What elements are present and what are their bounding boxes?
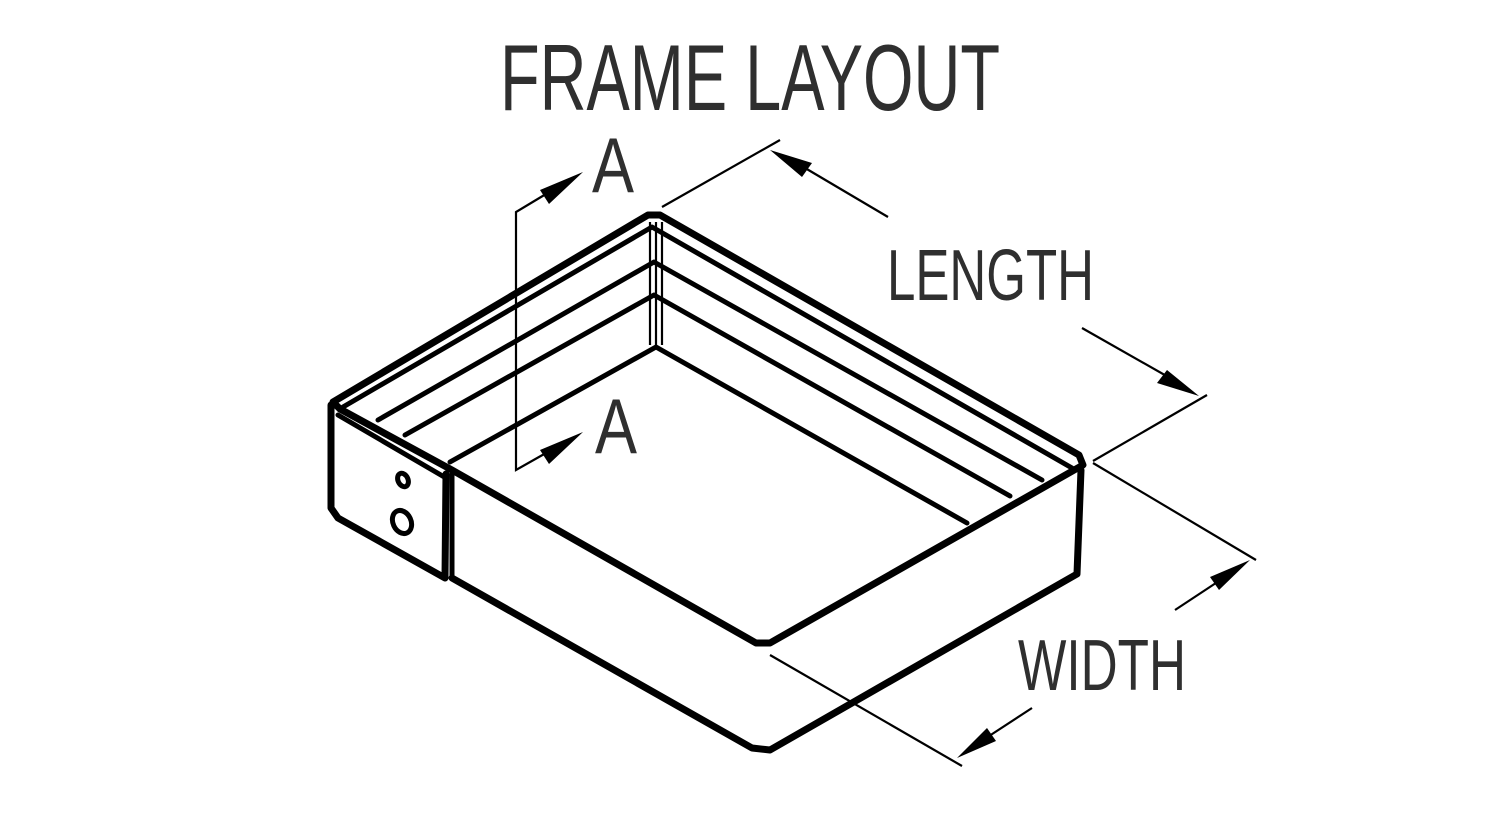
frame-top-rim	[329, 211, 1087, 647]
frame-left-end-plate	[327, 401, 450, 582]
length-dimension: LENGTH	[661, 139, 1208, 462]
mounting-hole-large	[389, 507, 415, 537]
width-arrow-left	[957, 728, 996, 758]
length-arrow-back	[770, 150, 812, 177]
length-label: LENGTH	[887, 236, 1094, 316]
length-arrow-front	[1157, 370, 1199, 396]
section-label-bottom: A	[595, 382, 637, 470]
width-extension-line-right	[1092, 462, 1257, 561]
section-marker-a-a: A A	[514, 121, 637, 472]
section-arrow-top	[540, 172, 583, 204]
length-extension-line-back	[661, 139, 781, 208]
frame-flange-lower	[402, 292, 1013, 499]
frame-flange-upper	[375, 259, 1045, 483]
section-cut-line	[514, 193, 547, 472]
frame-front-bottom-edge	[448, 466, 1085, 754]
width-dimension: WIDTH	[769, 462, 1257, 767]
drawing-title: FRAME LAYOUT	[500, 25, 1000, 130]
section-arrow-bottom	[540, 432, 583, 464]
frame-floor-edge	[447, 344, 970, 526]
width-arrow-right	[1210, 560, 1250, 590]
frame-body	[327, 211, 1087, 754]
section-label-top: A	[592, 121, 634, 209]
mounting-hole-small	[395, 470, 411, 490]
frame-left-end-inner-edge	[335, 412, 449, 481]
frame-inner-rim	[340, 224, 1075, 471]
length-dimension-line-upper	[799, 164, 889, 218]
width-extension-line-left	[769, 654, 963, 767]
length-dimension-line-lower	[1081, 327, 1171, 379]
length-extension-line-front	[1092, 394, 1208, 462]
width-label: WIDTH	[1018, 626, 1186, 706]
